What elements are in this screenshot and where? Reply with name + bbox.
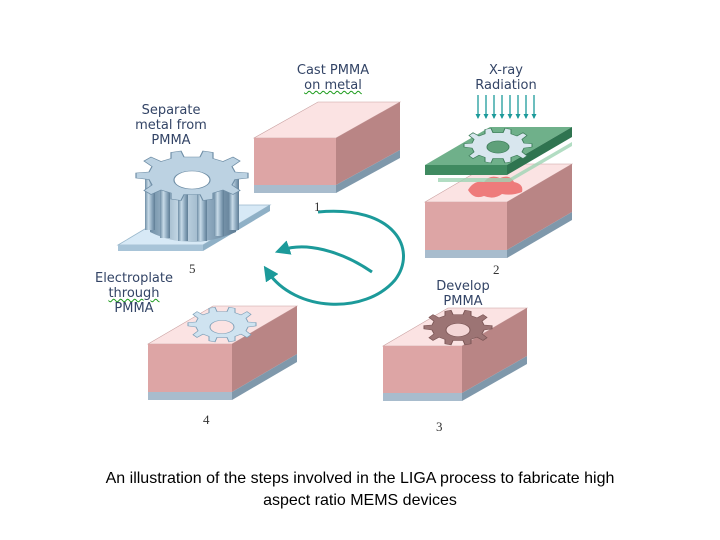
label-separate: Separate metal from PMMA — [135, 103, 207, 148]
label-develop-pmma: Develop PMMA — [436, 279, 490, 309]
step3-block — [381, 307, 529, 401]
step-number-4: 4 — [203, 412, 210, 427]
step-number-1: 1 — [314, 199, 321, 214]
cycle-arrow-outer — [263, 209, 405, 306]
plated-gear-top — [187, 306, 257, 343]
figure-caption: An illustration of the steps involved in… — [40, 468, 680, 512]
label-electroplate-line2: through — [108, 286, 160, 301]
caption-line-2: aspect ratio MEMS devices — [263, 492, 457, 509]
mask-gear-cutout — [463, 127, 533, 164]
caption-line-1: An illustration of the steps involved in… — [105, 470, 615, 487]
step5-block — [116, 150, 272, 251]
xray-arrows — [475, 95, 537, 120]
step-number-5: 5 — [189, 261, 196, 276]
step4-block — [146, 305, 299, 400]
step-number-3: 3 — [436, 419, 443, 434]
label-cast-pmma-line2: on metal — [304, 78, 362, 93]
step1-block — [252, 101, 402, 193]
free-standing-gear — [135, 150, 249, 242]
cycle-arrow-inner — [274, 240, 373, 274]
step2-block — [423, 95, 574, 258]
developed-gear-cavity — [423, 309, 493, 346]
label-cast-pmma: Cast PMMA on metal — [282, 63, 384, 93]
cycle-arrows — [263, 209, 405, 306]
step-number-2: 2 — [493, 262, 500, 277]
label-electroplate: Electroplate through PMMA — [85, 271, 183, 316]
label-xray-radiation: X-ray Radiation — [475, 63, 537, 93]
